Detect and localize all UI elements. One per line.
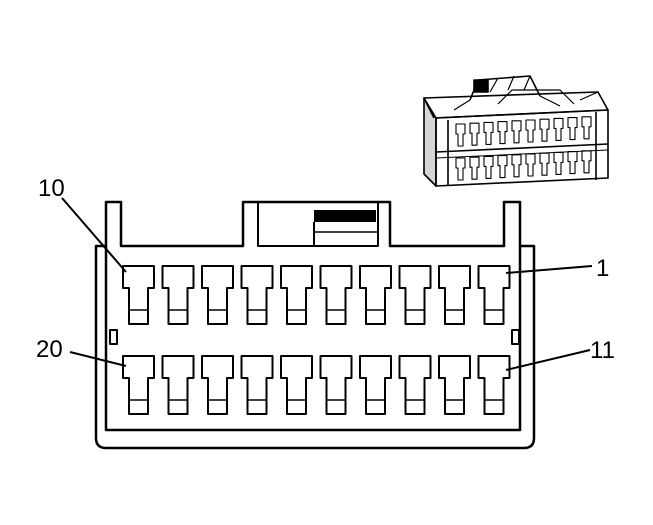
terminal-pin-18 xyxy=(201,355,234,415)
iso-pin-cavity xyxy=(553,117,564,141)
iso-pin-cavity xyxy=(483,121,494,145)
terminal-pin-8 xyxy=(201,265,234,325)
leader-pin-10 xyxy=(61,197,127,273)
iso-divider xyxy=(435,143,609,153)
leader-pin-11 xyxy=(505,349,591,371)
iso-pin-cavity xyxy=(469,122,480,146)
iso-pin-cavity xyxy=(567,117,578,141)
terminal-pin-20 xyxy=(122,355,155,415)
connector-isometric-view xyxy=(423,75,609,187)
leader-pin-20 xyxy=(69,351,127,367)
iso-pin-cavity xyxy=(483,155,494,179)
terminal-pin-16 xyxy=(280,355,313,415)
terminal-pin-12 xyxy=(438,355,471,415)
iso-pin-cavity xyxy=(581,150,592,174)
iso-pin-cavity xyxy=(455,123,466,147)
terminal-pin-10 xyxy=(122,265,155,325)
iso-pin-cavity xyxy=(553,151,564,175)
leader-pin-1 xyxy=(505,265,593,274)
iso-pin-cavity xyxy=(539,118,550,142)
terminal-pin-7 xyxy=(240,265,274,325)
iso-pin-cavity xyxy=(511,120,522,144)
iso-pin-cavity xyxy=(455,157,466,181)
pin-label-1: 1 xyxy=(596,255,609,282)
pin-label-11: 11 xyxy=(590,337,615,364)
iso-pin-cavity xyxy=(469,156,480,180)
latch-tab xyxy=(257,201,379,247)
terminal-pin-17 xyxy=(240,355,274,415)
pin-label-20: 20 xyxy=(36,336,63,363)
iso-pin-cavity xyxy=(497,121,508,145)
terminal-pin-13 xyxy=(398,355,432,415)
iso-pin-cavity xyxy=(581,116,592,140)
leader-lines xyxy=(61,197,593,371)
pin-label-10: 10 xyxy=(38,175,65,202)
iso-pin-cavity xyxy=(539,152,550,176)
terminal-pin-1 xyxy=(477,265,511,325)
connector-face xyxy=(94,200,536,450)
iso-front-face xyxy=(435,109,609,187)
iso-pin-cavity xyxy=(511,154,522,178)
iso-pin-cavity xyxy=(525,153,536,177)
iso-pin-cavity xyxy=(525,119,536,143)
terminal-pins xyxy=(122,265,511,415)
terminal-pin-9 xyxy=(161,265,195,325)
iso-pin-cavity xyxy=(567,151,578,175)
iso-pin-cavity xyxy=(497,155,508,179)
iso-pin-cavities xyxy=(455,116,592,181)
side-key-left xyxy=(109,329,118,345)
terminal-pin-11 xyxy=(477,355,511,415)
terminal-pin-19 xyxy=(161,355,195,415)
iso-latch-block xyxy=(473,79,489,93)
terminal-pin-3 xyxy=(398,265,432,325)
terminal-pin-4 xyxy=(359,265,392,325)
terminal-pin-2 xyxy=(438,265,471,325)
terminal-pin-14 xyxy=(359,355,392,415)
housing-outline xyxy=(94,200,536,450)
terminal-pin-6 xyxy=(280,265,313,325)
terminal-pin-15 xyxy=(319,355,353,415)
side-key-right xyxy=(511,329,520,345)
terminal-pin-5 xyxy=(319,265,353,325)
